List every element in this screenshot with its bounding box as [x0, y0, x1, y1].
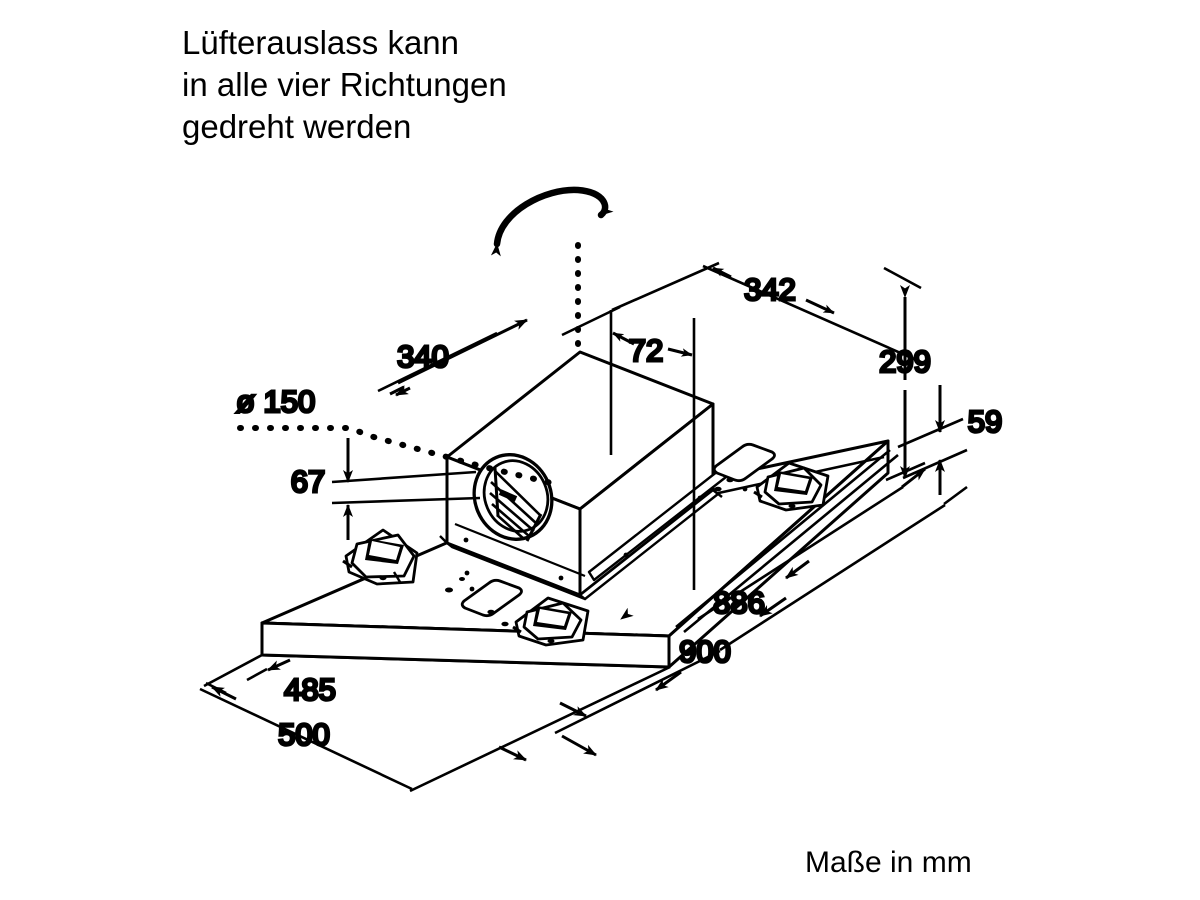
note-line-3: gedreht werden	[182, 108, 411, 145]
dimension-72	[609, 310, 696, 590]
dim-line-900-far	[655, 670, 682, 692]
dim-line-485-left	[267, 658, 291, 672]
ext-485-a	[203, 653, 263, 688]
mounting-clamp-centre	[512, 596, 590, 647]
dimension-299	[883, 266, 926, 482]
note-line-2: in alle vier Richtungen	[182, 66, 507, 103]
dim-line-500-left	[211, 685, 237, 701]
motor-box-flange-tab-l	[439, 535, 448, 544]
dim-line-886-near	[785, 559, 810, 580]
dim-line-500-right	[498, 745, 527, 762]
rotation-note: Lüfterauslass kann in alle vier Richtung…	[182, 24, 507, 145]
note-line-1: Lüfterauslass kann	[182, 24, 459, 61]
dim-line-72-right	[667, 347, 693, 357]
ext-line-67-bot	[331, 496, 481, 505]
ext-line-342-c	[702, 264, 922, 364]
dimension-label-299: 299	[879, 344, 931, 379]
ext-500-a	[199, 687, 413, 791]
dimension-67	[331, 438, 481, 540]
flange-screw-dot-2	[558, 575, 564, 581]
dimension-label-886: 886	[713, 585, 765, 620]
flange-screw-dot-4	[697, 495, 703, 501]
mounting-clamp-right	[753, 461, 830, 512]
canopy-rim-line-b	[675, 448, 891, 629]
flange-screw-dot-1	[463, 537, 469, 543]
dim-line-900-end	[561, 734, 597, 757]
dimension-886	[620, 467, 926, 621]
motor-box-base-edge	[454, 522, 586, 578]
ext-line-299-bot	[885, 461, 926, 482]
dimension-485	[203, 653, 587, 718]
ext-line-340-a	[377, 331, 498, 393]
dimension-500	[199, 665, 671, 793]
ext-line-299-top	[883, 266, 922, 290]
dimension-label-67: 67	[291, 464, 325, 499]
flange-screw-dot-3	[623, 552, 629, 558]
mounting-clamp-left	[342, 528, 419, 586]
ext-500-b	[409, 665, 671, 793]
dimension-label-900: 900	[679, 634, 731, 669]
ext-485-tail	[246, 667, 268, 682]
dim-line-340-left	[395, 385, 411, 397]
flap-hinge-bar	[498, 489, 518, 502]
ext-line-342-a	[611, 261, 720, 312]
dimension-label-diameter-150: ø 150	[236, 384, 315, 419]
motor-box-flange-tab-r	[712, 489, 723, 498]
dim-line-342-left	[712, 266, 732, 279]
dim-line-900-near	[759, 596, 787, 618]
rotation-arrow-icon	[490, 186, 614, 257]
non-return-flap-icon	[489, 467, 543, 542]
dim-line-72-left	[612, 331, 635, 346]
dim-line-886-far	[901, 467, 926, 489]
light-panel-centre	[460, 578, 523, 618]
dim-tick-340	[389, 385, 405, 396]
ext-886-a	[697, 485, 904, 621]
dimension-label-72: 72	[629, 333, 663, 368]
dimension-label-340: 340	[397, 339, 449, 374]
ext-900-tail	[943, 485, 968, 506]
dimension-label-342: 342	[744, 272, 796, 307]
canopy-rim-line-c	[683, 453, 899, 634]
dim-line-485-right	[559, 701, 587, 718]
dimension-label-500: 500	[278, 717, 330, 752]
ext-line-59-top	[897, 417, 964, 449]
plate-holes	[445, 477, 748, 627]
light-panel-right	[712, 442, 776, 483]
dim-line-340-right	[397, 318, 528, 385]
dimension-diameter-150	[237, 425, 563, 488]
dimension-layer: 340 72 342 299	[199, 261, 1004, 793]
dimension-label-59: 59	[968, 404, 1002, 439]
ext-line-67-top	[331, 470, 477, 484]
leader-dotted-150	[237, 425, 563, 488]
dim-line-342-right	[805, 298, 835, 315]
ext-900-a	[719, 503, 946, 652]
ext-900-b	[554, 649, 721, 735]
dimension-342	[611, 261, 922, 364]
units-note: Maße in mm	[805, 846, 972, 879]
dimension-label-485: 485	[284, 672, 336, 707]
dimension-900	[554, 485, 968, 757]
